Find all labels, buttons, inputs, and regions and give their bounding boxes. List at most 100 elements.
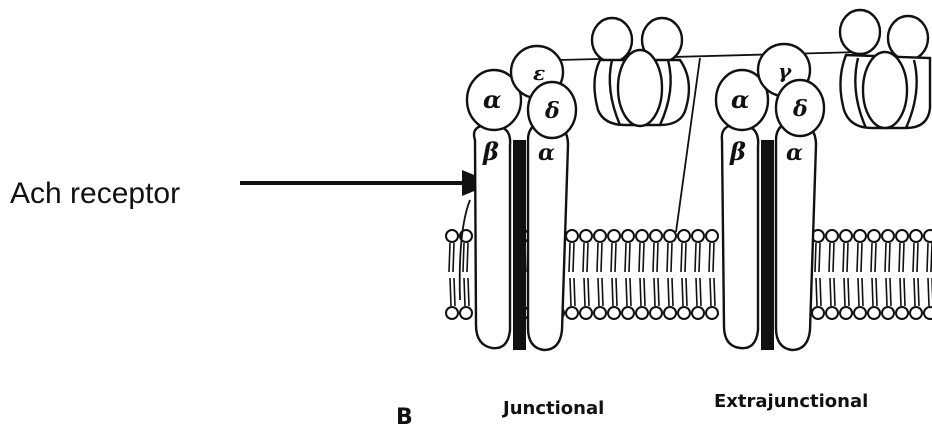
- lipid-tail: [816, 278, 817, 306]
- lipid-head: [650, 230, 662, 242]
- label-alpha-upper: α: [483, 85, 501, 114]
- lipid-tail: [885, 243, 886, 272]
- lipid-tail: [569, 243, 570, 272]
- lipid-tail: [833, 243, 834, 272]
- lipid-tail: [615, 243, 616, 272]
- lipid-tail: [875, 243, 876, 272]
- lipid-tail: [815, 243, 816, 272]
- lipid-tail: [696, 278, 697, 306]
- lipid-tail: [709, 243, 710, 272]
- lipid-tail: [857, 243, 858, 272]
- lipid-head: [868, 230, 880, 242]
- lipid-head: [446, 230, 458, 242]
- lipid-tail: [913, 243, 914, 272]
- lipid-tail: [861, 243, 862, 272]
- extrajunctional-label: Extrajunctional: [714, 391, 868, 412]
- lipid-head: [580, 230, 592, 242]
- label-gamma: γ: [778, 59, 792, 83]
- lipid-head: [882, 307, 894, 319]
- lipid-head: [460, 307, 472, 319]
- lipid-tail: [667, 243, 668, 272]
- lipid-head: [854, 230, 866, 242]
- lipid-tail: [598, 278, 599, 306]
- lipid-head: [868, 307, 880, 319]
- lipid-head: [446, 307, 458, 319]
- lipid-tail: [640, 278, 641, 306]
- lipid-tail: [904, 278, 905, 306]
- lipid-tail: [612, 278, 613, 306]
- lipid-head: [812, 307, 824, 319]
- lipid-tail: [686, 278, 687, 306]
- lipid-tail: [616, 278, 617, 306]
- lipid-head: [826, 307, 838, 319]
- lipid-tail: [573, 243, 574, 272]
- lipid-tail: [889, 243, 890, 272]
- lipid-tail: [629, 243, 630, 272]
- lipid-tail: [820, 278, 821, 306]
- lipid-tail: [858, 278, 859, 306]
- lipid-tail: [927, 243, 928, 272]
- lipid-tail: [668, 278, 669, 306]
- lipid-tail: [454, 278, 455, 306]
- lipid-tail: [847, 243, 848, 272]
- lipid-head: [608, 230, 620, 242]
- lipid-tail: [587, 243, 588, 272]
- pointer-arrow: [240, 170, 494, 196]
- lipid-tail: [918, 278, 919, 306]
- lipid-head: [924, 230, 932, 242]
- lipid-tail: [713, 243, 714, 272]
- lipid-tail: [871, 243, 872, 272]
- lipid-tail: [671, 243, 672, 272]
- lipid-head: [566, 230, 578, 242]
- lipid-tail: [625, 243, 626, 272]
- ion-channel-pore-right: [761, 140, 774, 350]
- lipid-head: [594, 307, 606, 319]
- lipid-tail: [584, 278, 585, 306]
- lipid-tail: [914, 278, 915, 306]
- lipid-head: [650, 307, 662, 319]
- junctional-receptor: α ε δ β α: [460, 46, 576, 350]
- lipid-tail: [672, 278, 673, 306]
- junctional-label: Junctional: [501, 398, 604, 419]
- lipid-tail: [468, 278, 469, 306]
- label-epsilon: ε: [533, 61, 545, 85]
- lipid-tail: [917, 243, 918, 272]
- label-delta-right: δ: [792, 96, 808, 122]
- label-beta-right: β: [729, 137, 746, 166]
- ach-receptor-label: Ach receptor: [10, 177, 180, 210]
- lipid-tail: [467, 243, 468, 272]
- ion-channel-pore-left: [513, 140, 526, 350]
- lipid-tail: [570, 278, 571, 306]
- lipid-tail: [653, 243, 654, 272]
- lipid-tail: [450, 278, 451, 306]
- lipid-head: [636, 307, 648, 319]
- lipid-head: [896, 307, 908, 319]
- label-alpha-lower-left: α: [538, 140, 555, 166]
- lipid-head: [896, 230, 908, 242]
- lipid-tail: [699, 243, 700, 272]
- lipid-tail: [876, 278, 877, 306]
- label-delta-left: δ: [544, 98, 560, 124]
- lipid-tail: [574, 278, 575, 306]
- lipid-head: [580, 307, 592, 319]
- lipid-tail: [583, 243, 584, 272]
- lipid-head: [706, 307, 718, 319]
- lipid-tail: [449, 243, 450, 272]
- lipid-head: [924, 307, 932, 319]
- label-alpha-lower-right: α: [786, 140, 803, 166]
- lipid-tail: [899, 243, 900, 272]
- label-beta-left: β: [482, 137, 499, 166]
- lipid-head: [706, 230, 718, 242]
- lipid-head: [664, 307, 676, 319]
- lipid-head: [664, 230, 676, 242]
- lipid-head: [678, 307, 690, 319]
- lipid-tail: [682, 278, 683, 306]
- lipid-tail: [611, 243, 612, 272]
- lipid-tail: [900, 278, 901, 306]
- lipid-head: [840, 230, 852, 242]
- lipid-tail: [834, 278, 835, 306]
- acetylcholinesterase-left: [592, 18, 689, 126]
- lipid-tail: [626, 278, 627, 306]
- lipid-tail: [928, 278, 929, 306]
- lipid-tail: [630, 278, 631, 306]
